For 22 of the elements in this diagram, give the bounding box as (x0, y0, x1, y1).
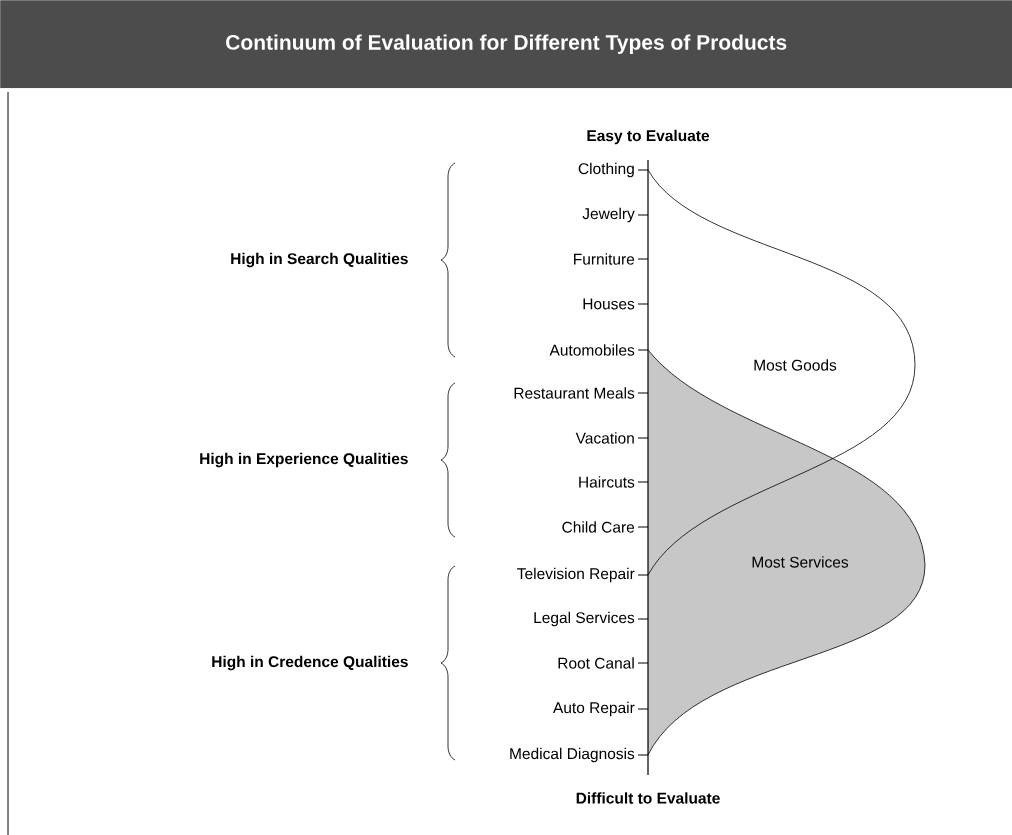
axis-label: Difficult to Evaluate (576, 792, 720, 804)
product-label: Haircuts (579, 476, 635, 488)
product-label: Jewelry (582, 207, 635, 223)
curve-label: Most Services (750, 555, 850, 569)
product-label: Houses (583, 298, 635, 310)
group-label: High in Credence Qualities (212, 655, 408, 671)
product-label: Furniture (574, 253, 635, 265)
group-label: High in Search Qualities (231, 252, 408, 268)
product-label: Auto Repair (553, 701, 635, 717)
product-label: Medical Diagnosis (510, 747, 635, 763)
product-label: Legal Services (534, 611, 635, 627)
title-banner: Continuum of Evaluation for Different Types of Products (0, 0, 1012, 89)
product-label: Clothing (578, 162, 634, 178)
product-label: Automobiles (549, 344, 635, 356)
product-label: Child Care (562, 521, 635, 533)
product-label: Root Canal (558, 657, 634, 669)
product-label: Vacation (575, 432, 634, 444)
axis-label: Easy to Evaluate (587, 129, 710, 145)
curve-label: Most Goods (752, 358, 838, 372)
group-label: High in Experience Qualities (200, 452, 408, 468)
product-label: Television Repair (517, 567, 635, 583)
product-label: Restaurant Meals (514, 387, 635, 399)
